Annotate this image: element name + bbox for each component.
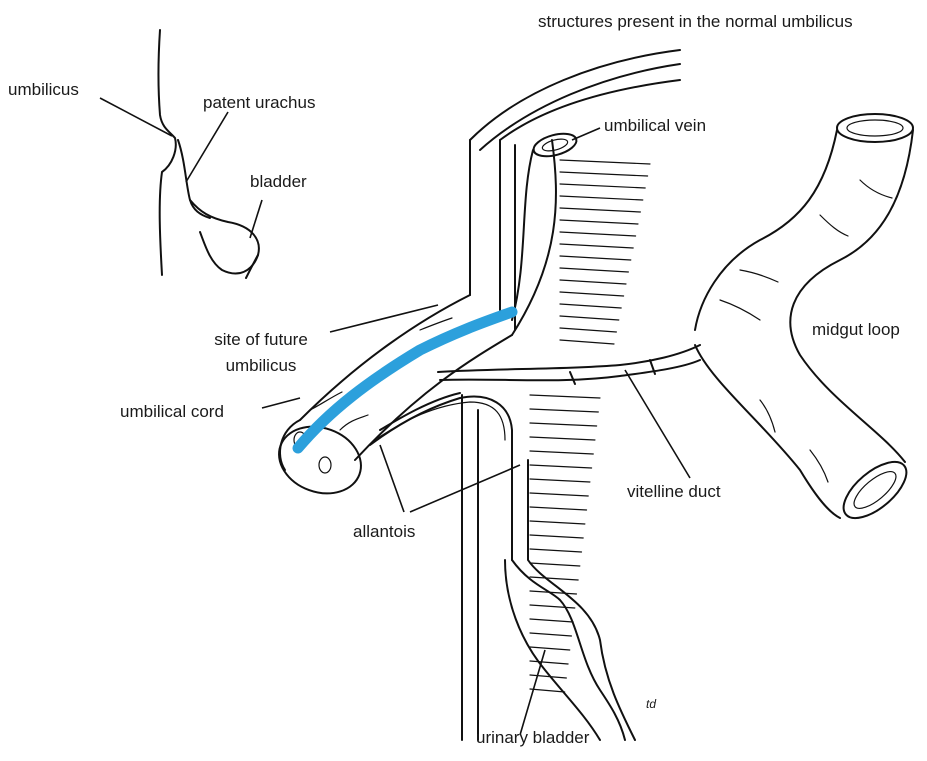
hatch-line [530,661,568,664]
hatch-line [560,256,631,260]
label-midgut-loop: midgut loop [812,320,900,340]
hatch-line [560,184,645,188]
hatch-line [560,292,624,296]
hatch-line [530,633,571,636]
hatch-line [530,605,575,608]
hatch-line [560,244,633,248]
label-bladder: bladder [250,172,307,192]
inset-patent-urachus-sketch [159,30,259,278]
hatch-line [530,451,593,454]
hatch-line [560,232,636,236]
hatch-line [560,220,638,224]
hatch-line [530,535,583,538]
hatch-line [560,340,614,344]
hatch-line [530,549,582,552]
hatch-line [530,423,597,426]
label-site-future-umbilicus-line2: umbilicus [196,356,326,376]
hatching [530,160,650,692]
allantois-drawing [370,393,635,740]
hatch-line [530,563,580,566]
hatch-line [560,280,626,284]
label-allantois: allantois [353,522,415,542]
hatch-line [560,316,619,320]
hatch-line [530,395,600,398]
label-umbilical-vein: umbilical vein [604,116,706,136]
hatch-line [560,160,650,164]
hatch-line [530,493,588,496]
hatch-line [560,268,628,272]
hatch-line [560,328,616,332]
hatch-line [530,619,573,622]
artist-initials: td [646,694,656,714]
hatch-line [530,521,585,524]
hatch-line [560,196,643,200]
hatch-line [560,208,640,212]
hatch-line [530,647,570,650]
hatch-line [530,409,598,412]
label-site-future-umbilicus-line1: site of future [196,330,326,350]
hatch-line [530,437,595,440]
hatch-line [530,689,565,692]
hatch-line [530,507,587,510]
hatch-line [560,304,621,308]
label-umbilicus: umbilicus [8,80,79,100]
hatch-line [530,465,592,468]
vitelline-duct-drawing [438,345,700,384]
umbilical-vein-drawing [512,130,579,320]
label-urinary-bladder: urinary bladder [476,728,589,748]
label-vitelline-duct: vitelline duct [627,482,721,502]
label-umbilical-cord: umbilical cord [120,402,224,422]
hatch-line [530,479,590,482]
label-patent-urachus: patent urachus [203,93,315,113]
hatch-line [560,172,648,176]
hatch-line [530,577,578,580]
caption: structures present in the normal umbilic… [538,12,853,32]
